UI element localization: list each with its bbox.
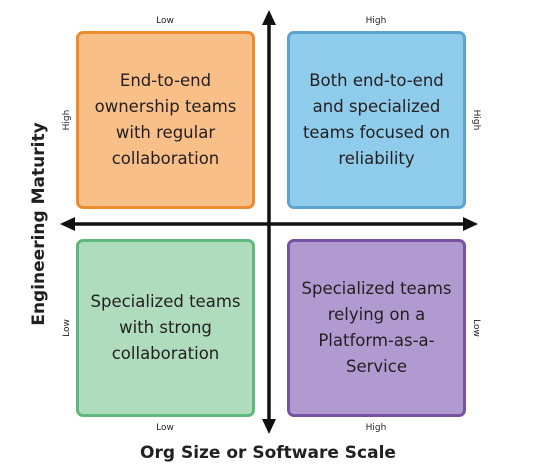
- quadrant-bottom-left: Specialized teams with strong collaborat…: [76, 239, 255, 417]
- y-axis-title: Engineering Maturity: [29, 122, 49, 326]
- arrow-up-icon: [262, 10, 276, 25]
- tick-top-right: High: [365, 16, 387, 26]
- quadrant-top-left-text: End-to-end ownership teams with regular …: [94, 71, 237, 168]
- quadrant-top-right-text: Both end-to-end and specialized teams fo…: [302, 71, 451, 168]
- quadrant-bottom-left-text: Specialized teams with strong collaborat…: [90, 292, 241, 363]
- quadrant-bottom-right-text: Specialized teams relying on a Platform-…: [301, 279, 452, 376]
- tick-left-upper: High: [62, 109, 72, 131]
- tick-bottom-right: High: [365, 423, 387, 433]
- arrow-down-icon: [262, 419, 276, 434]
- quadrant-top-right: Both end-to-end and specialized teams fo…: [287, 31, 466, 209]
- tick-right-lower: Low: [471, 319, 481, 337]
- x-axis-title: Org Size or Software Scale: [140, 443, 396, 463]
- tick-right-upper: High: [471, 109, 481, 131]
- tick-left-lower: Low: [62, 319, 72, 337]
- tick-bottom-left: Low: [156, 423, 174, 433]
- tick-top-left: Low: [156, 16, 174, 26]
- arrow-right-icon: [463, 217, 478, 231]
- arrow-left-icon: [60, 217, 75, 231]
- quadrant-top-left: End-to-end ownership teams with regular …: [76, 31, 255, 209]
- quadrant-bottom-right: Specialized teams relying on a Platform-…: [287, 239, 466, 417]
